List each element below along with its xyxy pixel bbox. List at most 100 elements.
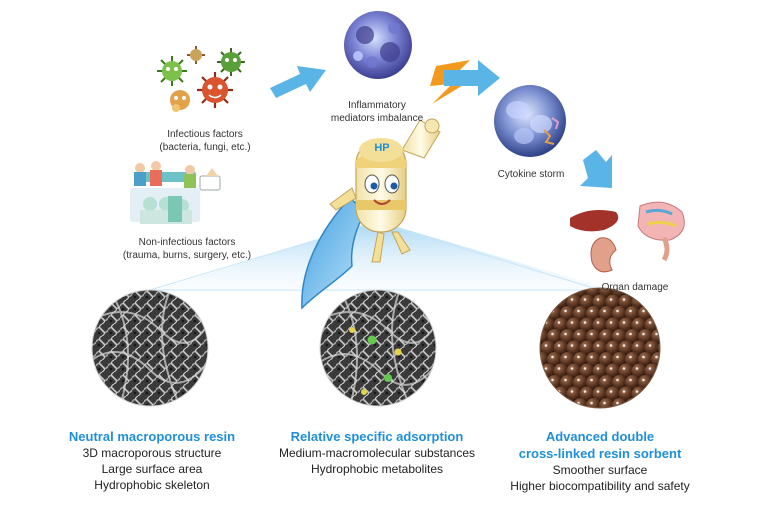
resin-bead bbox=[638, 329, 653, 344]
resin-bead bbox=[644, 386, 660, 402]
resin-bead-highlight bbox=[662, 321, 665, 324]
resin-bead bbox=[657, 386, 660, 402]
resin-bead-highlight bbox=[609, 344, 613, 347]
resin-bead-highlight bbox=[629, 378, 632, 382]
resin-bead-highlight bbox=[540, 332, 541, 336]
resin-bead-highlight bbox=[662, 344, 665, 347]
resin-bead-highlight bbox=[655, 309, 658, 313]
resin-bead-highlight bbox=[629, 309, 632, 313]
resin-bead bbox=[566, 294, 582, 310]
resin-bead-highlight bbox=[596, 344, 600, 347]
resin-bead-highlight bbox=[609, 367, 613, 370]
arrow-inflammatory-to-cytokine bbox=[444, 60, 500, 96]
hp-mascot-illustration bbox=[301, 118, 441, 310]
resin-bead-highlight bbox=[642, 378, 645, 382]
resin-bead-highlight bbox=[551, 355, 554, 359]
resin-bead-highlight bbox=[635, 390, 639, 393]
resin-bead-highlight bbox=[668, 333, 671, 336]
arrow-infectious-to-inflammatory bbox=[270, 66, 326, 98]
resin-bead bbox=[618, 340, 634, 356]
resin-bead bbox=[540, 386, 556, 402]
resin-bead-highlight bbox=[655, 401, 658, 405]
resin-bead-highlight bbox=[570, 344, 574, 347]
resin-bead-highlight bbox=[532, 344, 535, 347]
resin-bead-highlight bbox=[544, 390, 548, 393]
feature-relative-adsorption: Relative specific adsorption Medium-macr… bbox=[257, 428, 497, 477]
resin-bead-highlight bbox=[603, 332, 606, 336]
resin-bead bbox=[605, 386, 621, 402]
resin-bead-highlight bbox=[532, 321, 535, 324]
resin-bead-highlight bbox=[540, 378, 541, 382]
resin-bead bbox=[612, 329, 627, 344]
resin-bead bbox=[579, 294, 595, 310]
resin-bead-highlight bbox=[532, 367, 535, 370]
resin-bead bbox=[651, 398, 660, 408]
resin-bead-highlight bbox=[622, 367, 626, 370]
non-infectious-factors-detail: (trauma, burns, surgery, etc.) bbox=[122, 250, 252, 261]
resin-bead bbox=[618, 386, 634, 402]
resin-bead bbox=[631, 340, 647, 356]
resin-bead bbox=[657, 294, 660, 310]
resin-bead bbox=[592, 294, 608, 310]
resin-bead bbox=[573, 306, 588, 321]
resin-bead bbox=[625, 306, 640, 321]
resin-bead bbox=[612, 375, 627, 390]
resin-bead bbox=[566, 317, 582, 333]
resin-bead bbox=[664, 306, 679, 321]
resin-bead bbox=[586, 375, 601, 390]
resin-bead-highlight bbox=[629, 401, 632, 405]
sem-image-adsorption bbox=[319, 289, 437, 407]
resin-bead-highlight bbox=[616, 401, 619, 405]
resin-bead bbox=[664, 398, 679, 413]
resin-bead bbox=[612, 398, 627, 408]
feature-line: Higher biocompatibility and safety bbox=[510, 479, 690, 493]
resin-bead-highlight bbox=[629, 332, 632, 336]
resin-bead bbox=[605, 317, 621, 333]
resin-bead bbox=[540, 294, 543, 310]
resin-bead-highlight bbox=[540, 401, 541, 405]
resin-bead bbox=[631, 317, 647, 333]
organ-damage-label: Organ damage bbox=[601, 282, 669, 293]
germs-illustration bbox=[157, 46, 245, 112]
resin-bead bbox=[625, 329, 640, 344]
resin-bead-highlight bbox=[583, 344, 587, 347]
resin-bead-highlight bbox=[544, 367, 548, 370]
resin-bead bbox=[586, 352, 601, 367]
resin-bead bbox=[560, 352, 575, 367]
resin-bead-highlight bbox=[590, 355, 593, 359]
infectious-factors-title: Infectious factors bbox=[167, 129, 243, 140]
resin-bead-highlight bbox=[590, 309, 593, 313]
feature-title: Neutral macroporous resin bbox=[68, 429, 236, 444]
resin-bead bbox=[592, 363, 608, 379]
resin-bead bbox=[605, 294, 621, 310]
resin-bead-highlight bbox=[577, 309, 580, 313]
resin-bead bbox=[540, 294, 556, 310]
resin-bead-highlight bbox=[557, 344, 561, 347]
resin-bead bbox=[599, 398, 614, 408]
resin-bead-highlight bbox=[616, 355, 619, 359]
feature-line: Smoother surface bbox=[552, 463, 648, 477]
feature-advanced-sorbent: Advanced double cross-linked resin sorbe… bbox=[480, 428, 720, 494]
resin-bead bbox=[631, 363, 647, 379]
resin-bead-highlight bbox=[616, 332, 619, 336]
resin-bead-highlight bbox=[583, 321, 587, 324]
resin-bead-highlight bbox=[564, 401, 567, 405]
cytokine-storm-image bbox=[494, 85, 566, 157]
resin-bead-highlight bbox=[648, 367, 652, 370]
resin-bead-highlight bbox=[532, 390, 535, 393]
resin-bead-highlight bbox=[648, 298, 652, 301]
feature-line: Hydrophobic metabolites bbox=[310, 462, 444, 476]
resin-bead-highlight bbox=[557, 367, 561, 370]
resin-bead-highlight bbox=[662, 367, 665, 370]
resin-bead-highlight bbox=[635, 344, 639, 347]
resin-bead bbox=[573, 398, 588, 408]
resin-bead-highlight bbox=[570, 367, 574, 370]
resin-bead bbox=[573, 352, 588, 367]
resin-bead bbox=[605, 363, 621, 379]
resin-bead-highlight bbox=[570, 321, 574, 324]
resin-bead-highlight bbox=[577, 332, 580, 336]
adsorbed-molecules bbox=[349, 327, 402, 395]
resin-bead-highlight bbox=[596, 390, 600, 393]
resin-bead bbox=[599, 288, 614, 298]
resin-bead bbox=[592, 340, 608, 356]
